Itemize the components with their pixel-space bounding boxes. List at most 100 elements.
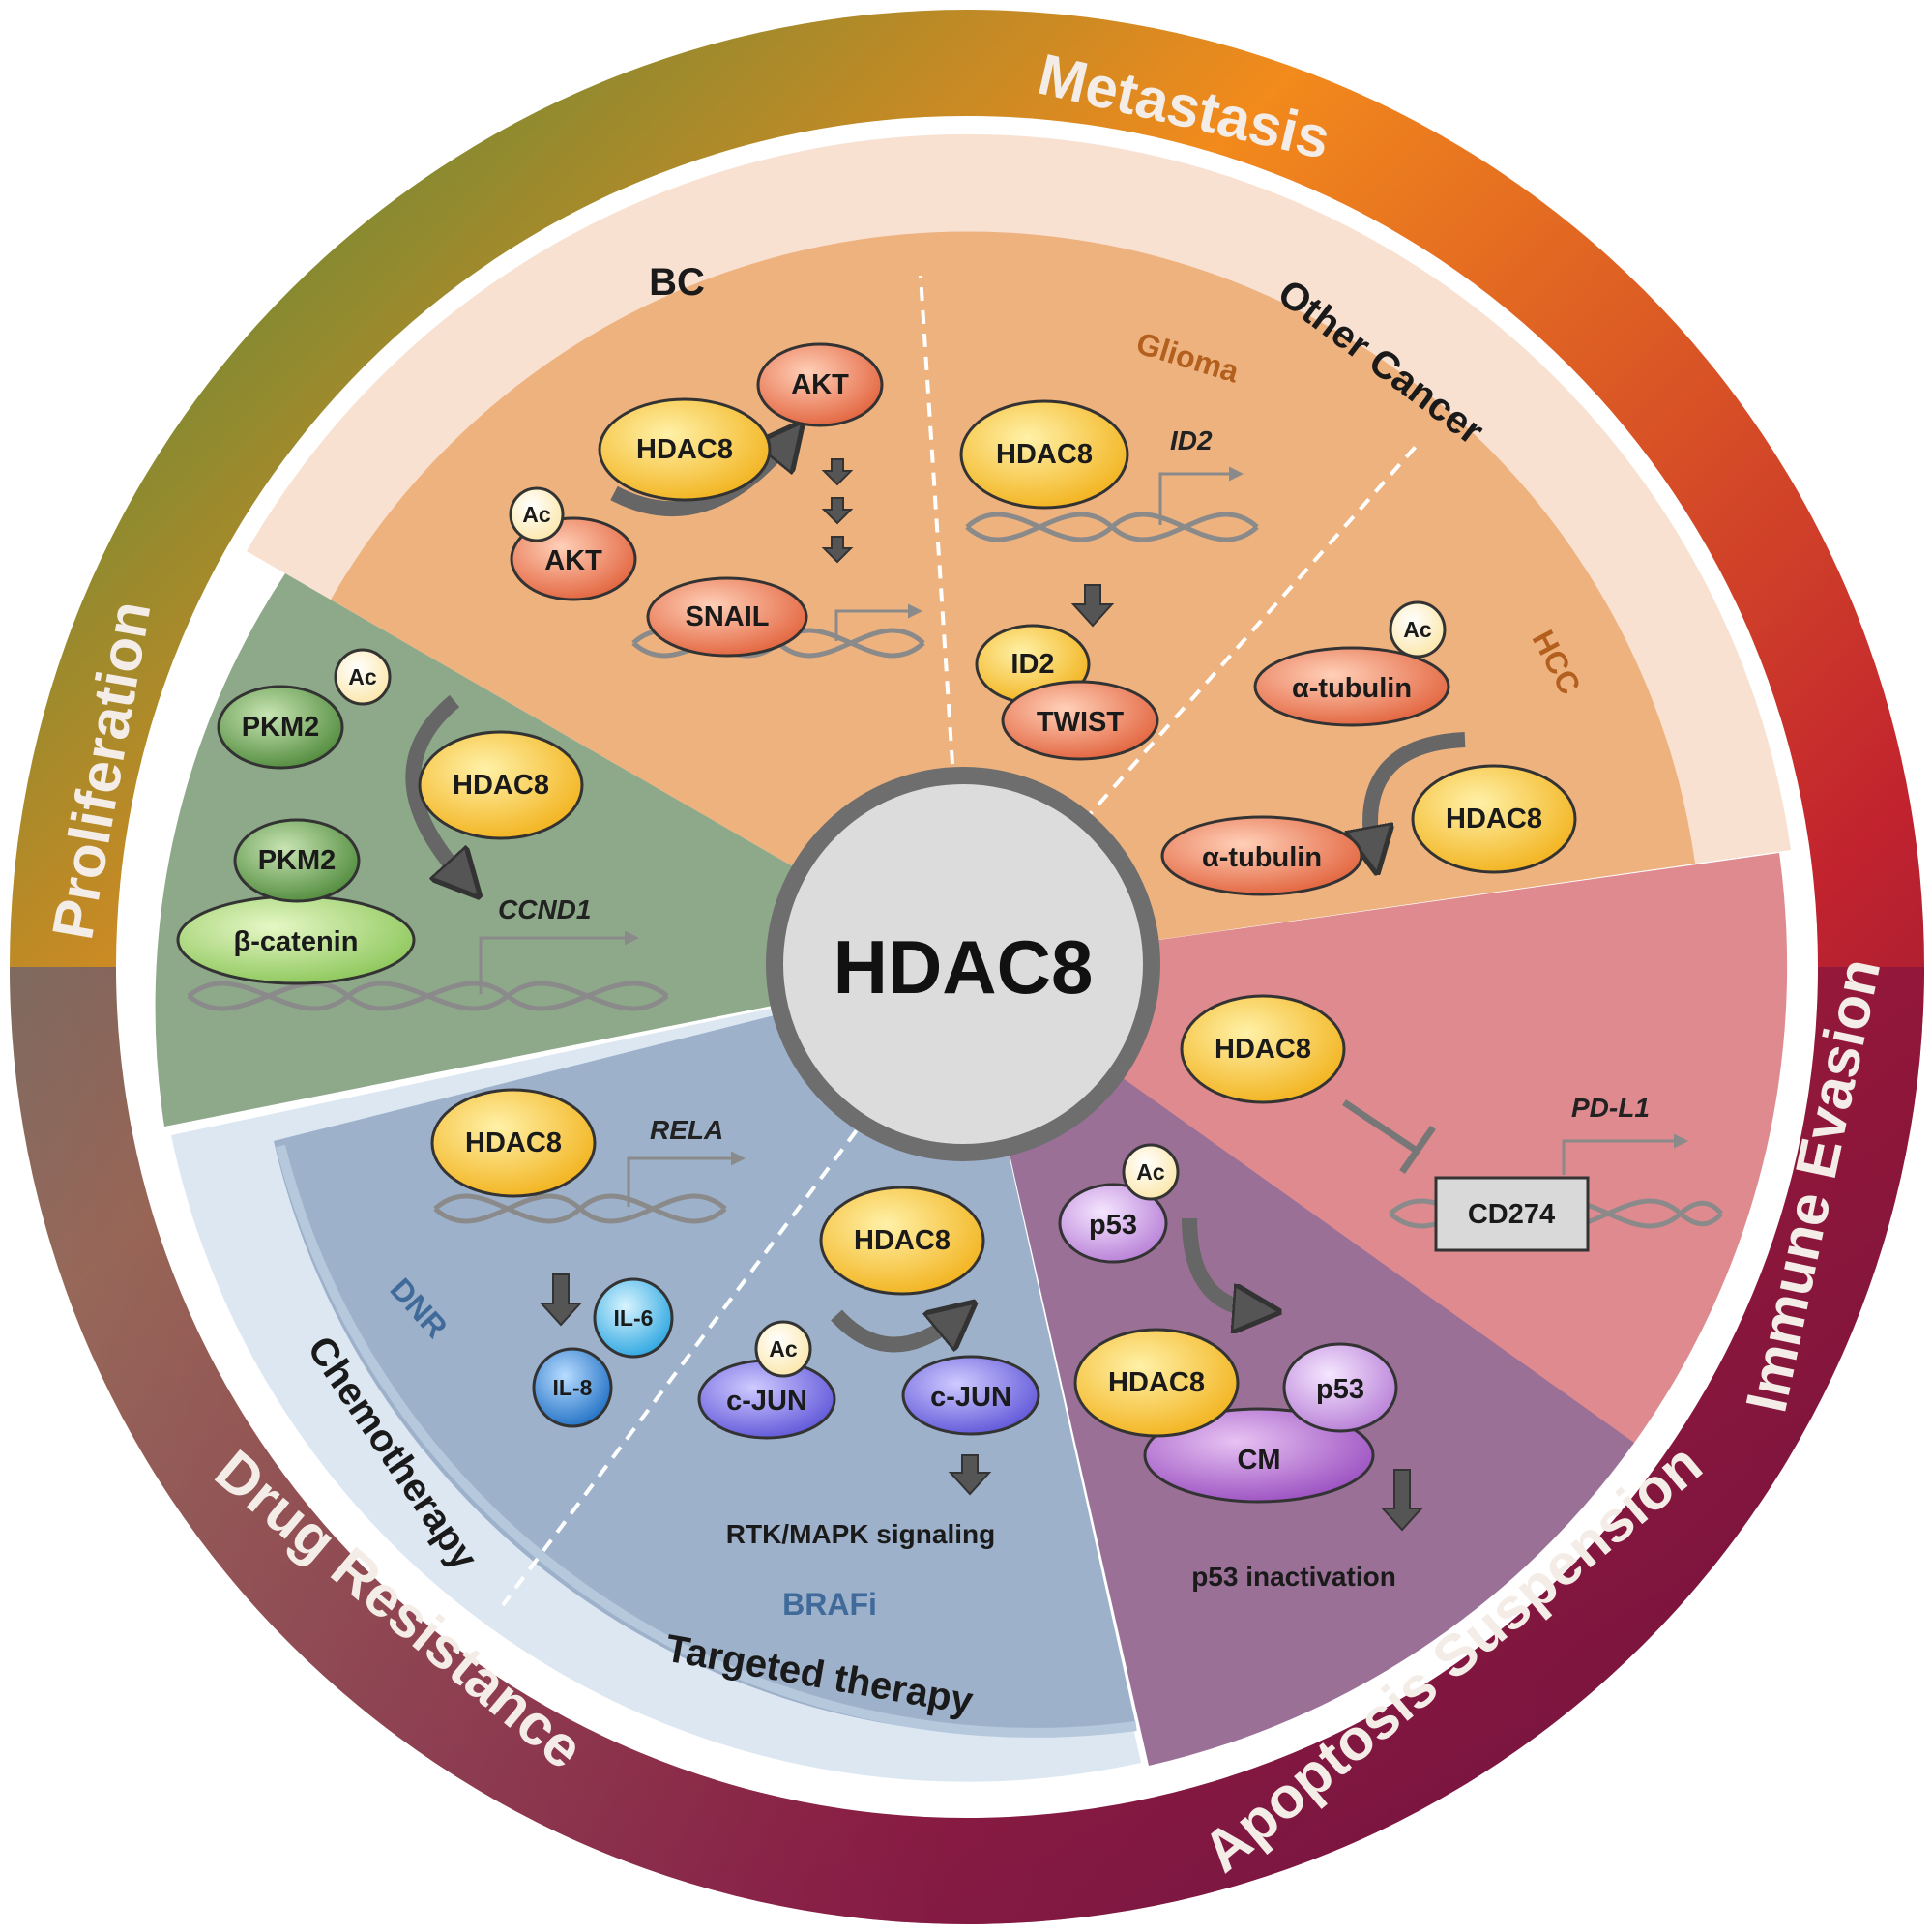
divider-glioma-hcc <box>1081 438 1423 824</box>
glioma-tss-arrow <box>1158 466 1244 525</box>
apop-cm-node <box>1143 1407 1375 1504</box>
prolif-pkm2-node <box>233 818 361 903</box>
apop-hdac8-text: HDAC8 <box>1108 1367 1205 1398</box>
bc-akt-ac-text: AKT <box>544 545 602 576</box>
chemo-il6-node <box>593 1277 674 1359</box>
chemo-hdac8-text: HDAC8 <box>465 1127 562 1158</box>
glioma-down-arrow <box>1070 584 1115 628</box>
apop-down-arrow <box>1380 1469 1424 1532</box>
hcc-hdac8-text: HDAC8 <box>1446 804 1542 834</box>
prolif-ac-text: Ac <box>348 664 377 689</box>
immune-tss-arrow <box>1562 1133 1688 1175</box>
glioma-panel: ID2 HDAC8 ID2 TWIST <box>959 399 1259 761</box>
prolif-gene-ccnd1: CCND1 <box>498 894 591 924</box>
apop-caption: p53 inactivation <box>1191 1562 1396 1592</box>
divider-chemo-targeted <box>501 1110 872 1607</box>
hcc-tubulin-node <box>1160 815 1363 896</box>
prolif-ac-badge <box>334 648 392 706</box>
targeted-arrow-curved <box>831 1315 957 1353</box>
apop-p53-ac-node <box>1058 1183 1168 1264</box>
targeted-panel: HDAC8 c-JUN Ac c-JUN RTK/MAPK signaling <box>697 1186 1040 1549</box>
center-hdac8-circle <box>766 767 1160 1161</box>
targeted-cjun-text: c-JUN <box>930 1382 1011 1413</box>
hcc-hdac8-node <box>1411 764 1577 874</box>
hcc-panel: α-tubulin Ac HDAC8 α-tubulin <box>1160 600 1577 896</box>
apop-ac-badge <box>1122 1143 1180 1201</box>
apop-p53-node <box>1282 1342 1398 1433</box>
apop-ac-text: Ac <box>1136 1159 1165 1185</box>
bc-panel: HDAC8 AKT AKT Ac SNAIL <box>509 342 925 659</box>
bc-tss-arrow <box>834 603 922 641</box>
immune-cd274-box <box>1434 1176 1590 1252</box>
prolif-hdac8-text: HDAC8 <box>453 770 549 801</box>
immune-hdac8-node <box>1180 994 1346 1104</box>
immune-hdac8-text: HDAC8 <box>1215 1034 1311 1065</box>
hcc-ac-badge <box>1389 600 1447 659</box>
targeted-hdac8-text: HDAC8 <box>854 1225 951 1256</box>
immune-panel: HDAC8 PD-L1 CD274 <box>1180 994 1723 1252</box>
targeted-ac-badge <box>754 1320 812 1378</box>
prolif-pkm2-text: PKM2 <box>258 845 337 876</box>
glioma-twist-node <box>1001 680 1159 761</box>
bc-hdac8-node <box>598 397 772 502</box>
immune-sector <box>967 853 1788 1446</box>
proliferation-panel: CCND1 PKM2 Ac HDAC8 β-catenin PKM2 <box>176 648 669 1011</box>
label-bc: BC <box>649 261 705 304</box>
hcc-ac-text: Ac <box>1403 617 1432 642</box>
apop-hdac8-node <box>1073 1328 1240 1438</box>
divider-bc-other <box>919 275 954 765</box>
apop-cm-text: CM <box>1237 1445 1280 1476</box>
chemo-dna-strand-b <box>433 1193 727 1224</box>
targeted-caption: RTK/MAPK signaling <box>726 1519 995 1549</box>
glioma-dna-strand-b <box>965 512 1259 542</box>
apop-p53-ac-text: p53 <box>1089 1210 1137 1241</box>
glioma-twist-text: TWIST <box>1037 707 1124 738</box>
chemo-il8-node <box>532 1347 613 1428</box>
prolif-pkm2-ac-text: PKM2 <box>242 712 320 743</box>
hcc-tubulin-ac-text: α-tubulin <box>1292 673 1412 704</box>
apoptosis-panel: p53 Ac CM HDAC8 p53 p53 inactivation <box>1058 1143 1424 1592</box>
hcc-arrow-curved <box>1370 732 1466 851</box>
glioma-hdac8-text: HDAC8 <box>996 439 1093 470</box>
immune-inhibit-line <box>1342 1099 1419 1154</box>
prolif-arrow-curved <box>405 694 464 880</box>
bc-snail-text: SNAIL <box>686 601 770 632</box>
chemo-down-arrow <box>539 1273 583 1327</box>
center-hdac8-label: HDAC8 <box>834 924 1094 1010</box>
prolif-bcatenin-text: β-catenin <box>234 926 359 957</box>
glioma-hdac8-node <box>959 399 1129 510</box>
targeted-cjun-node <box>901 1355 1040 1436</box>
chemo-hdac8-node <box>430 1088 597 1198</box>
targeted-down-arrow <box>948 1454 992 1496</box>
immune-cd274-text: CD274 <box>1468 1199 1555 1230</box>
prolif-hdac8-node <box>418 730 584 840</box>
bc-down-arrows <box>821 458 854 564</box>
apop-p53-text: p53 <box>1316 1374 1364 1405</box>
bc-akt-text: AKT <box>791 369 849 400</box>
targeted-cjun-ac-text: c-JUN <box>726 1386 807 1417</box>
hcc-tubulin-text: α-tubulin <box>1202 842 1322 873</box>
bc-akt-node <box>756 342 884 427</box>
bc-ac-badge <box>509 486 565 542</box>
immune-inhibit-bar <box>1399 1126 1436 1174</box>
chemo-il8-text: IL-8 <box>553 1375 593 1400</box>
glioma-id2-text: ID2 <box>1010 649 1054 680</box>
prolif-dna-strand-b <box>187 981 669 1011</box>
bc-hdac8-text: HDAC8 <box>636 434 733 465</box>
prolif-pkm2-ac-node <box>217 685 344 770</box>
chemo-tss-arrow <box>627 1151 746 1207</box>
glioma-gene-id2: ID2 <box>1170 425 1213 455</box>
chemo-gene-rela: RELA <box>650 1115 723 1145</box>
immune-gene-pdl1: PD-L1 <box>1571 1093 1650 1123</box>
hcc-tubulin-ac-node <box>1253 646 1450 727</box>
label-brafi: BRAFi <box>782 1587 877 1622</box>
targeted-ac-text: Ac <box>769 1336 798 1361</box>
prolif-tss-arrow <box>479 930 639 994</box>
bc-ac-text: Ac <box>522 502 551 527</box>
apop-arrow-curved <box>1182 1217 1257 1310</box>
bc-snail-node <box>646 576 808 658</box>
chemo-panel: RELA HDAC8 IL-6 IL-8 <box>430 1088 746 1428</box>
targeted-hdac8-node <box>819 1186 985 1296</box>
chemo-il6-text: IL-6 <box>614 1305 654 1331</box>
